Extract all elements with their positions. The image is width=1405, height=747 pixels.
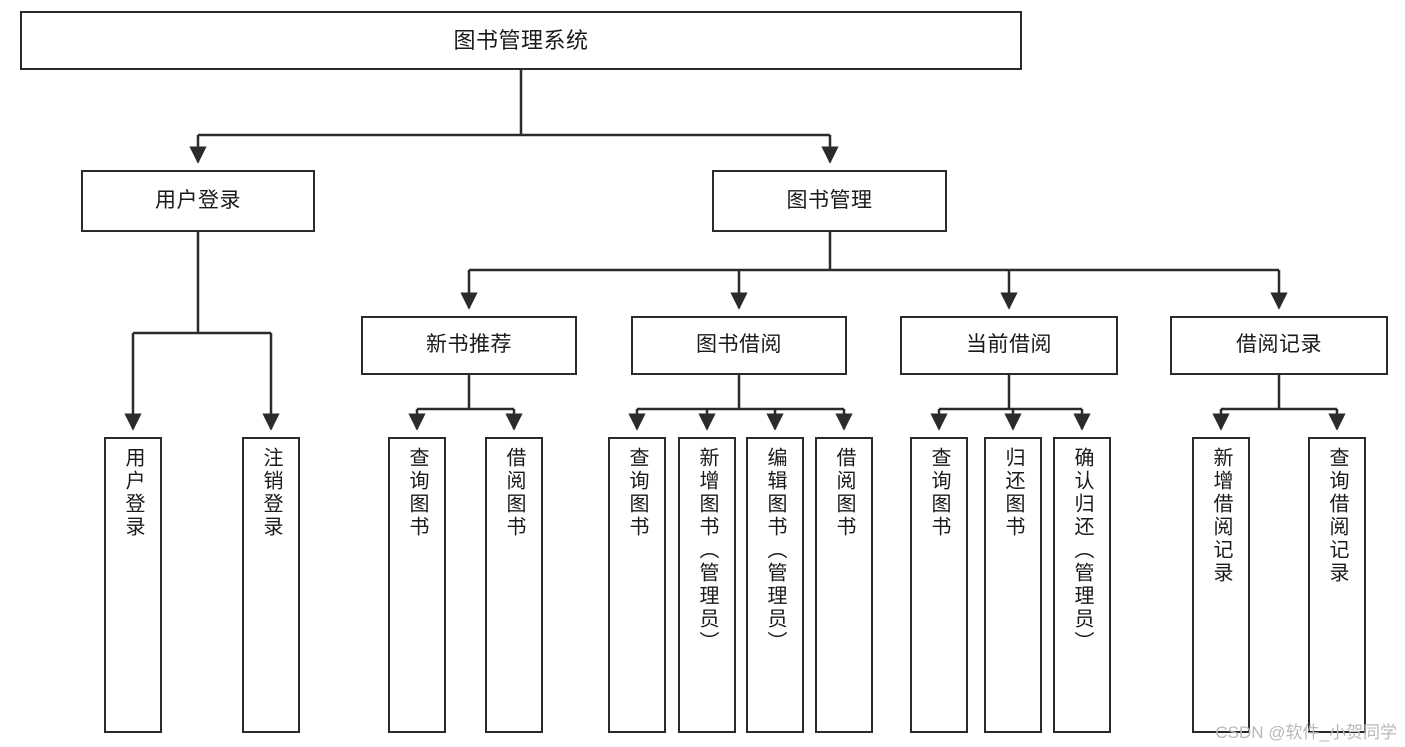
leaf-add-record-label: 新增借阅记录 (1210, 447, 1232, 585)
node-borrow-record-label: 借阅记录 (1236, 333, 1322, 357)
leaf-confirm-return-label: 确认归还（管理员） (1071, 447, 1093, 654)
edge-root-to-level2 (189, 70, 839, 164)
leaf-confirm-return[interactable]: 确认归还（管理员） (1053, 437, 1111, 733)
node-user-login-label: 用户登录 (155, 188, 241, 212)
leaf-borrow-book-2[interactable]: 借阅图书 (815, 437, 873, 733)
edge-userlogin-to-leaves (124, 232, 280, 431)
leaf-query-book-2-label: 查询图书 (626, 447, 648, 539)
leaf-query-book-1[interactable]: 查询图书 (388, 437, 446, 733)
leaf-user-login-label: 用户登录 (122, 447, 144, 539)
edge-bookborrow-to-leaves (628, 375, 853, 431)
leaf-borrow-book-1[interactable]: 借阅图书 (485, 437, 543, 733)
leaf-user-logout-label: 注销登录 (260, 447, 282, 539)
leaf-user-logout[interactable]: 注销登录 (242, 437, 300, 733)
node-book-manage-label: 图书管理 (786, 188, 873, 212)
node-book-borrow-label: 图书借阅 (696, 333, 782, 357)
leaf-add-book-label: 新增图书（管理员） (696, 447, 718, 654)
node-book-borrow[interactable]: 图书借阅 (631, 316, 847, 375)
node-book-manage[interactable]: 图书管理 (712, 170, 947, 232)
node-user-login[interactable]: 用户登录 (81, 170, 315, 232)
node-current-borrow-label: 当前借阅 (966, 333, 1052, 357)
watermark-text: CSDN @软件_小贺同学 (1215, 723, 1397, 742)
leaf-query-book-3-label: 查询图书 (928, 447, 950, 539)
leaf-edit-book[interactable]: 编辑图书（管理员） (746, 437, 804, 733)
leaf-return-book[interactable]: 归还图书 (984, 437, 1042, 733)
leaf-query-book-3[interactable]: 查询图书 (910, 437, 968, 733)
node-root[interactable]: 图书管理系统 (20, 11, 1022, 70)
node-borrow-record[interactable]: 借阅记录 (1170, 316, 1388, 375)
leaf-edit-book-label: 编辑图书（管理员） (764, 447, 786, 654)
leaf-user-login[interactable]: 用户登录 (104, 437, 162, 733)
leaf-query-book-1-label: 查询图书 (406, 447, 428, 539)
leaf-return-book-label: 归还图书 (1002, 447, 1024, 539)
leaf-borrow-book-2-label: 借阅图书 (833, 447, 855, 539)
node-new-book-recommend-label: 新书推荐 (426, 333, 512, 357)
edge-currentborrow-to-leaves (930, 375, 1091, 431)
edge-borrowrecord-to-leaves (1212, 375, 1346, 431)
leaf-query-record[interactable]: 查询借阅记录 (1308, 437, 1366, 733)
node-root-label: 图书管理系统 (453, 27, 589, 53)
leaf-add-book[interactable]: 新增图书（管理员） (678, 437, 736, 733)
edge-newbook-to-leaves (408, 375, 523, 431)
node-current-borrow[interactable]: 当前借阅 (900, 316, 1118, 375)
edge-bookmanage-to-level3 (460, 232, 1288, 310)
leaf-borrow-book-1-label: 借阅图书 (503, 447, 525, 539)
leaf-add-record[interactable]: 新增借阅记录 (1192, 437, 1250, 733)
node-new-book-recommend[interactable]: 新书推荐 (361, 316, 577, 375)
leaf-query-record-label: 查询借阅记录 (1326, 447, 1348, 585)
leaf-query-book-2[interactable]: 查询图书 (608, 437, 666, 733)
